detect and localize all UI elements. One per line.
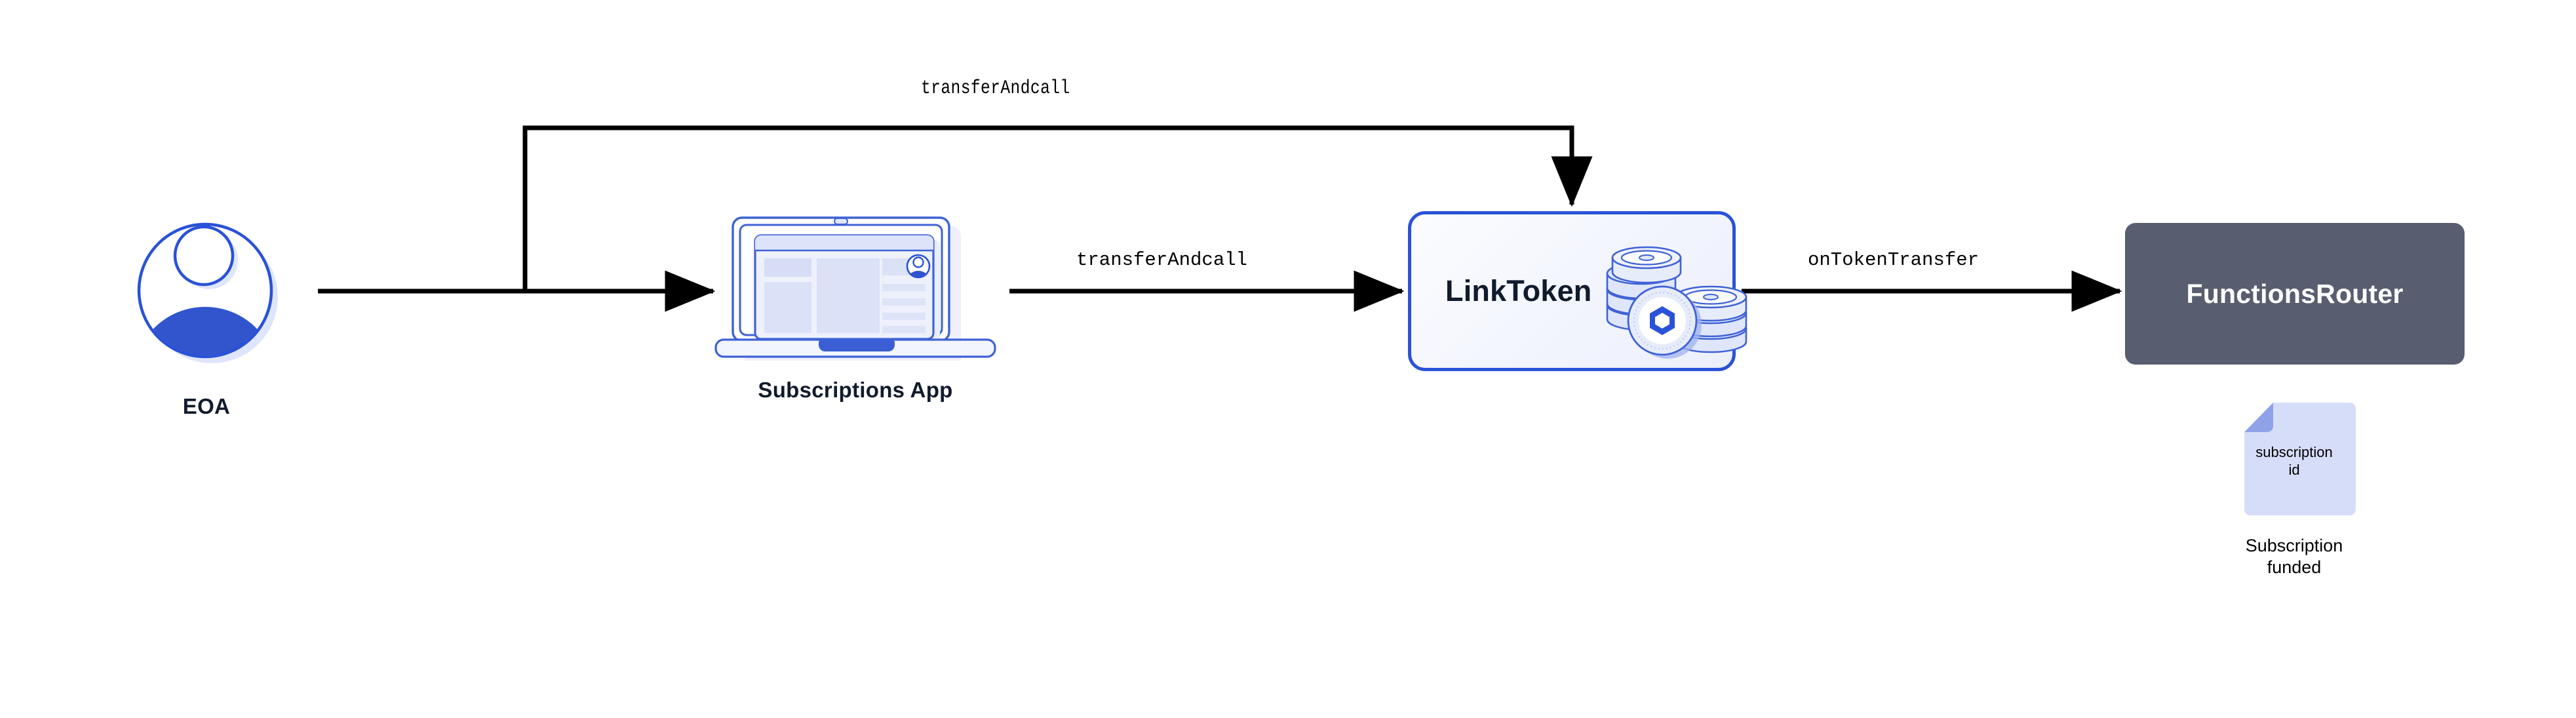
node-subscription-funded[interactable]: subscription id Subscription funded: [2199, 393, 2389, 578]
node-functions-router[interactable]: FunctionsRouter: [2125, 223, 2465, 365]
node-link-token[interactable]: LinkToken: [1408, 211, 1747, 371]
document-inner-line2: id: [2288, 462, 2300, 478]
user-avatar-icon: [115, 213, 298, 377]
edge-eoa-to-linktoken-top: [522, 125, 1593, 291]
node-eoa[interactable]: EOA: [115, 213, 298, 419]
node-label-functions-router: FunctionsRouter: [2186, 278, 2404, 309]
document-inner-text: subscription id: [2199, 443, 2389, 479]
edge-label-on-token-transfer: onTokenTransfer: [1808, 249, 1980, 271]
document-inner-line1: subscription: [2255, 444, 2333, 460]
node-subscriptions-app[interactable]: Subscriptions App: [701, 197, 1009, 403]
document-icon: subscription id: [2199, 393, 2389, 525]
node-label-subscription-funded: Subscription funded: [2199, 535, 2389, 578]
laptop-icon: [701, 197, 1009, 370]
node-label-link-token: LinkToken: [1445, 274, 1592, 308]
link-coin-stack-icon: [1598, 231, 1768, 363]
node-label-eoa: EOA: [182, 394, 231, 418]
node-label-subscriptions-app: Subscriptions App: [758, 378, 953, 402]
edge-label-transfer-and-call-mid: transferAndcall: [1076, 249, 1248, 271]
caption-line2: funded: [2267, 557, 2322, 577]
caption-line1: Subscription: [2245, 536, 2343, 555]
edge-label-transfer-and-call-top: transferAndcall: [921, 77, 1070, 100]
